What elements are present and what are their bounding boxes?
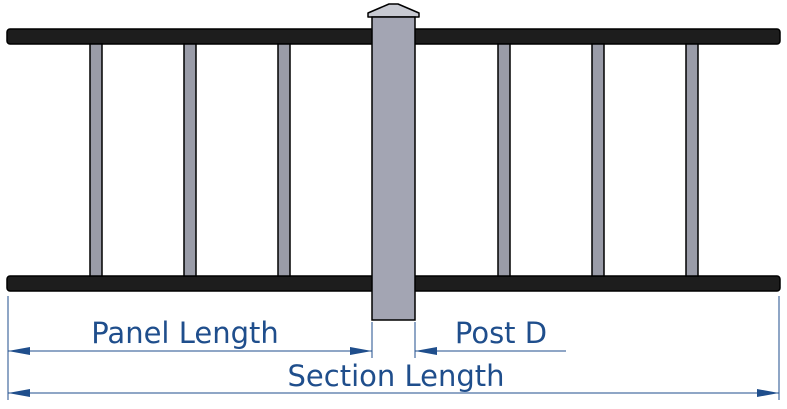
panel-length-arrow-left (8, 347, 30, 355)
picket (591, 43, 605, 277)
post-cap (367, 3, 420, 18)
picket (497, 43, 511, 277)
picket (183, 43, 197, 277)
picket (685, 43, 699, 277)
post-d-label: Post D (455, 316, 547, 350)
picket (89, 43, 103, 277)
dimensions (7, 296, 780, 400)
post-d-arrow (415, 347, 437, 355)
panel-length-label: Panel Length (91, 316, 278, 350)
panel-length-arrow-right (350, 347, 372, 355)
picket (277, 43, 291, 277)
section-length-label: Section Length (288, 359, 505, 393)
section-length-arrow-left (8, 389, 30, 397)
post (367, 3, 420, 321)
left-pickets (89, 43, 291, 277)
right-pickets (497, 43, 699, 277)
post-body (371, 16, 416, 321)
section-length-arrow-right (757, 389, 779, 397)
